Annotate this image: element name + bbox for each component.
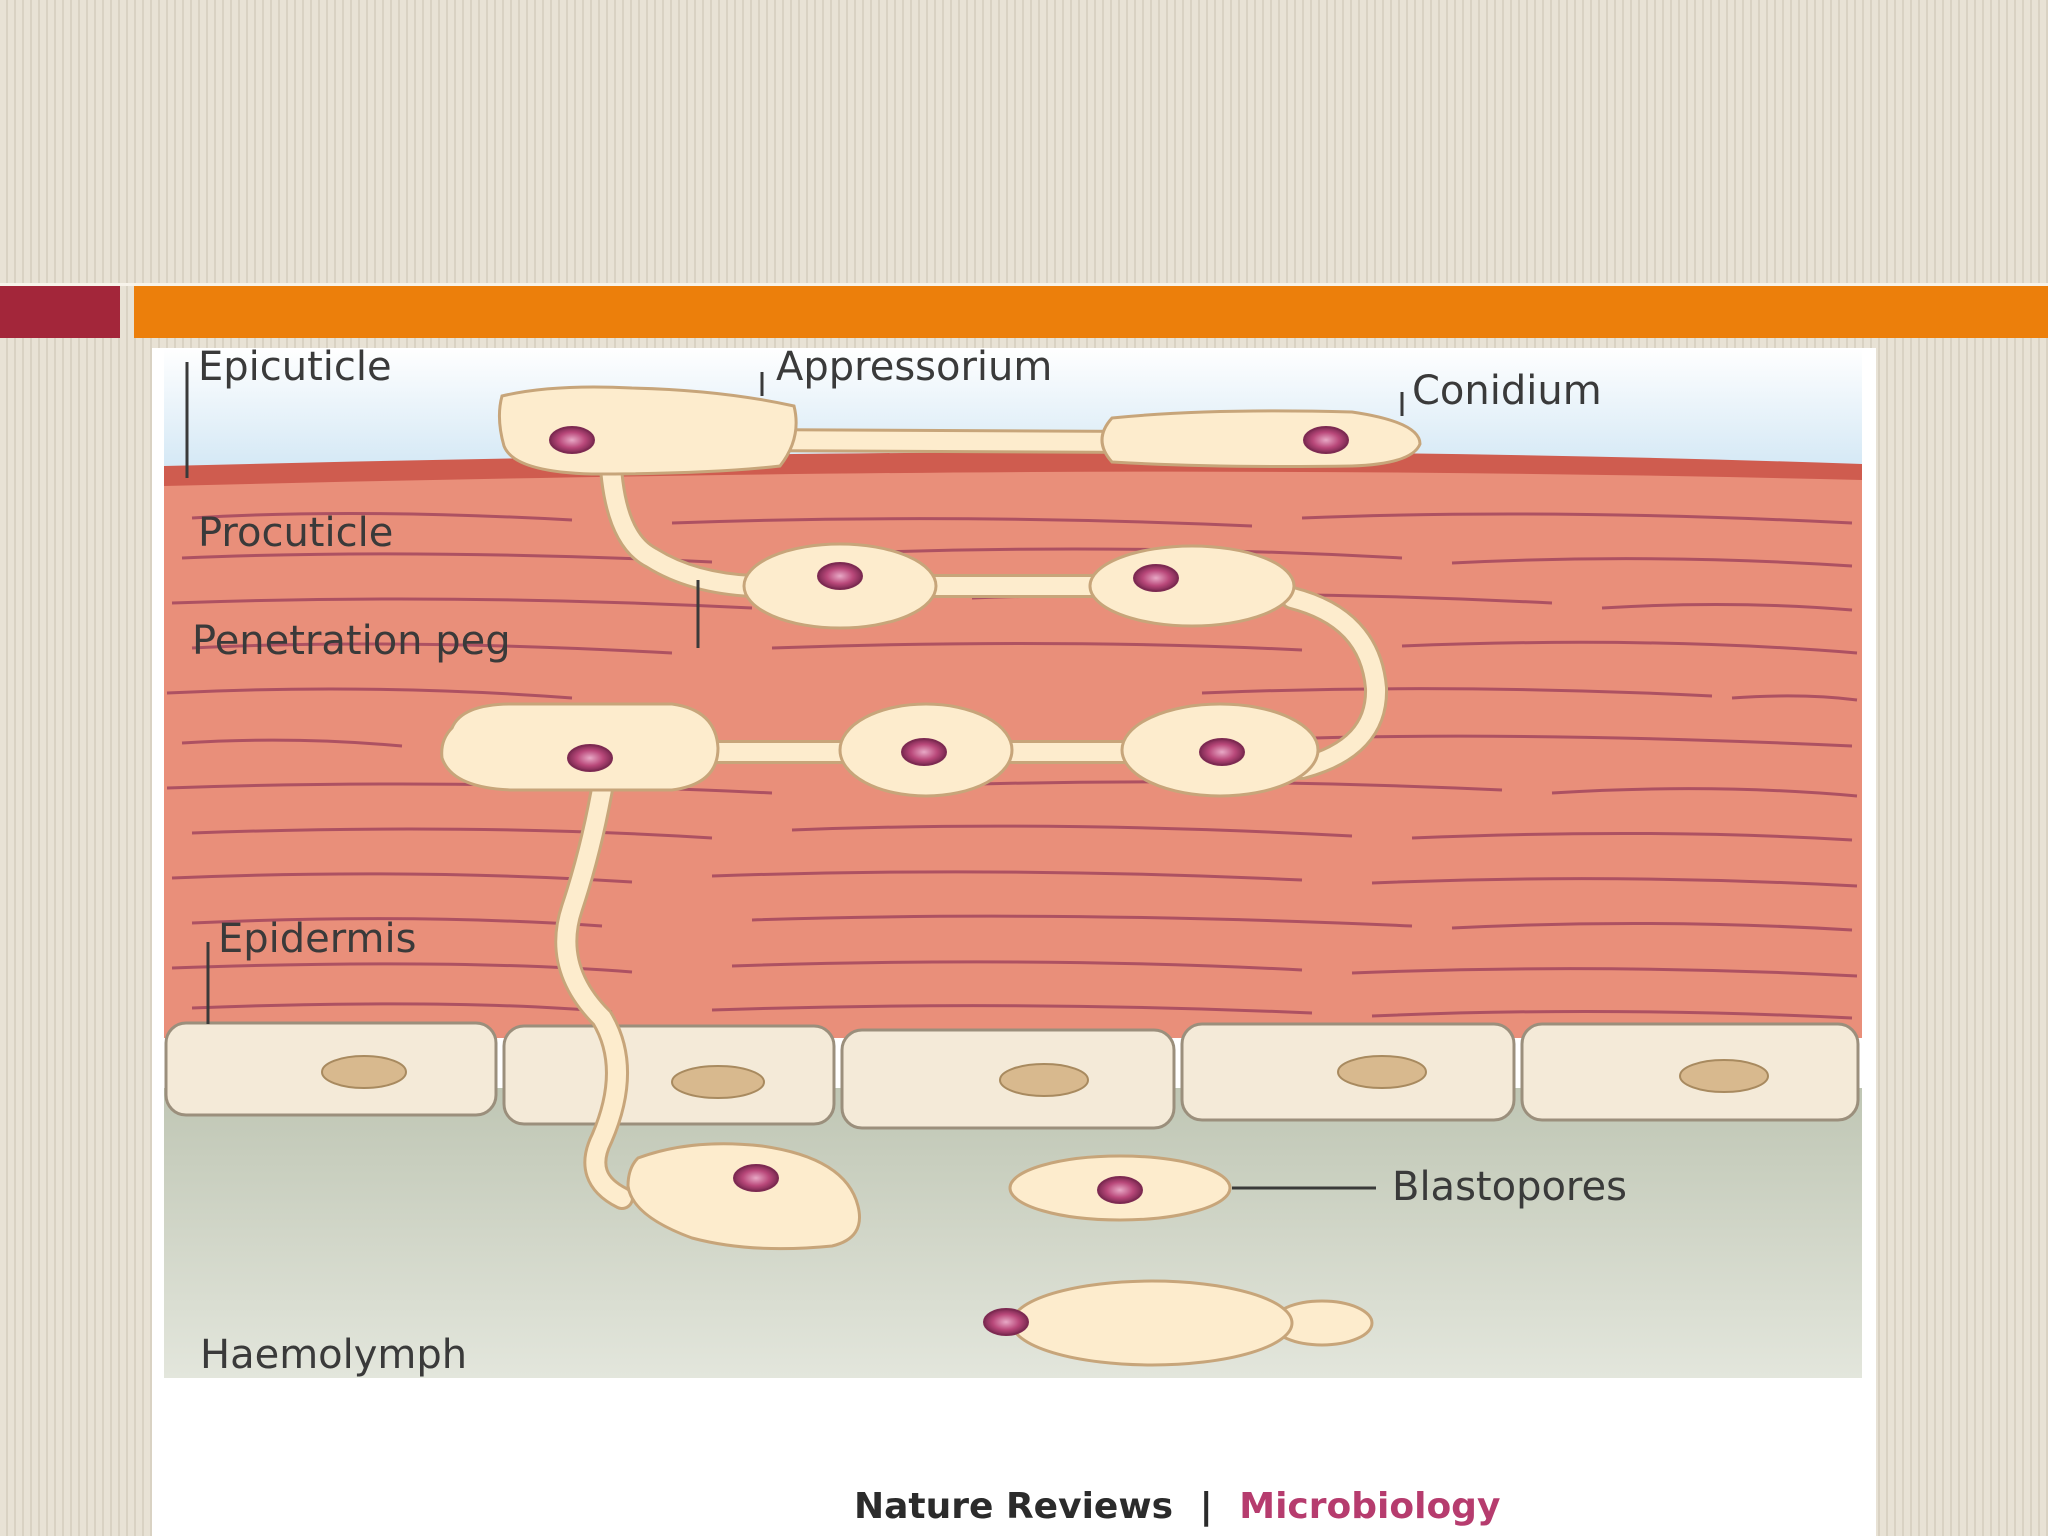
credit-journal: Nature Reviews: [854, 1486, 1173, 1527]
label-haemolymph: Haemolymph: [200, 1332, 467, 1378]
blastospore-cell-1: [626, 1142, 861, 1251]
label-blastopores: Blastopores: [1392, 1164, 1627, 1210]
fungal-hyphae: [554, 428, 1389, 1210]
figure-panel: Epicuticle Appressorium Conidium Procuti…: [152, 348, 1876, 1536]
title-divider-line: [0, 283, 2048, 286]
divider-accent-red: [0, 286, 120, 338]
label-penetration-peg: Penetration peg: [192, 618, 511, 664]
fungal-cells: [440, 385, 1422, 1367]
label-epicuticle: Epicuticle: [198, 348, 392, 390]
leader-lines: [185, 362, 1404, 1190]
divider-accent-orange: [134, 286, 2048, 338]
slide-title-area: [0, 0, 2048, 284]
label-conidium: Conidium: [1412, 368, 1602, 414]
credit-section: Microbiology: [1239, 1486, 1500, 1527]
credit-separator: |: [1200, 1486, 1213, 1527]
label-procuticle: Procuticle: [198, 510, 393, 556]
procuticle-cell-2: [1088, 544, 1296, 628]
label-appressorium: Appressorium: [776, 348, 1052, 390]
figure-credit: Nature Reviews | Microbiology: [854, 1486, 1500, 1527]
fungal-infection-diagram: Epicuticle Appressorium Conidium Procuti…: [164, 348, 1862, 1527]
label-epidermis: Epidermis: [218, 916, 416, 962]
appressorium-cell: [497, 385, 798, 476]
conidium-cell: [1100, 409, 1422, 468]
fungal-nuclei: [549, 426, 1349, 1336]
epidermis-nuclei: [321, 1055, 1769, 1099]
blastospore-cell-3: [1010, 1279, 1294, 1367]
